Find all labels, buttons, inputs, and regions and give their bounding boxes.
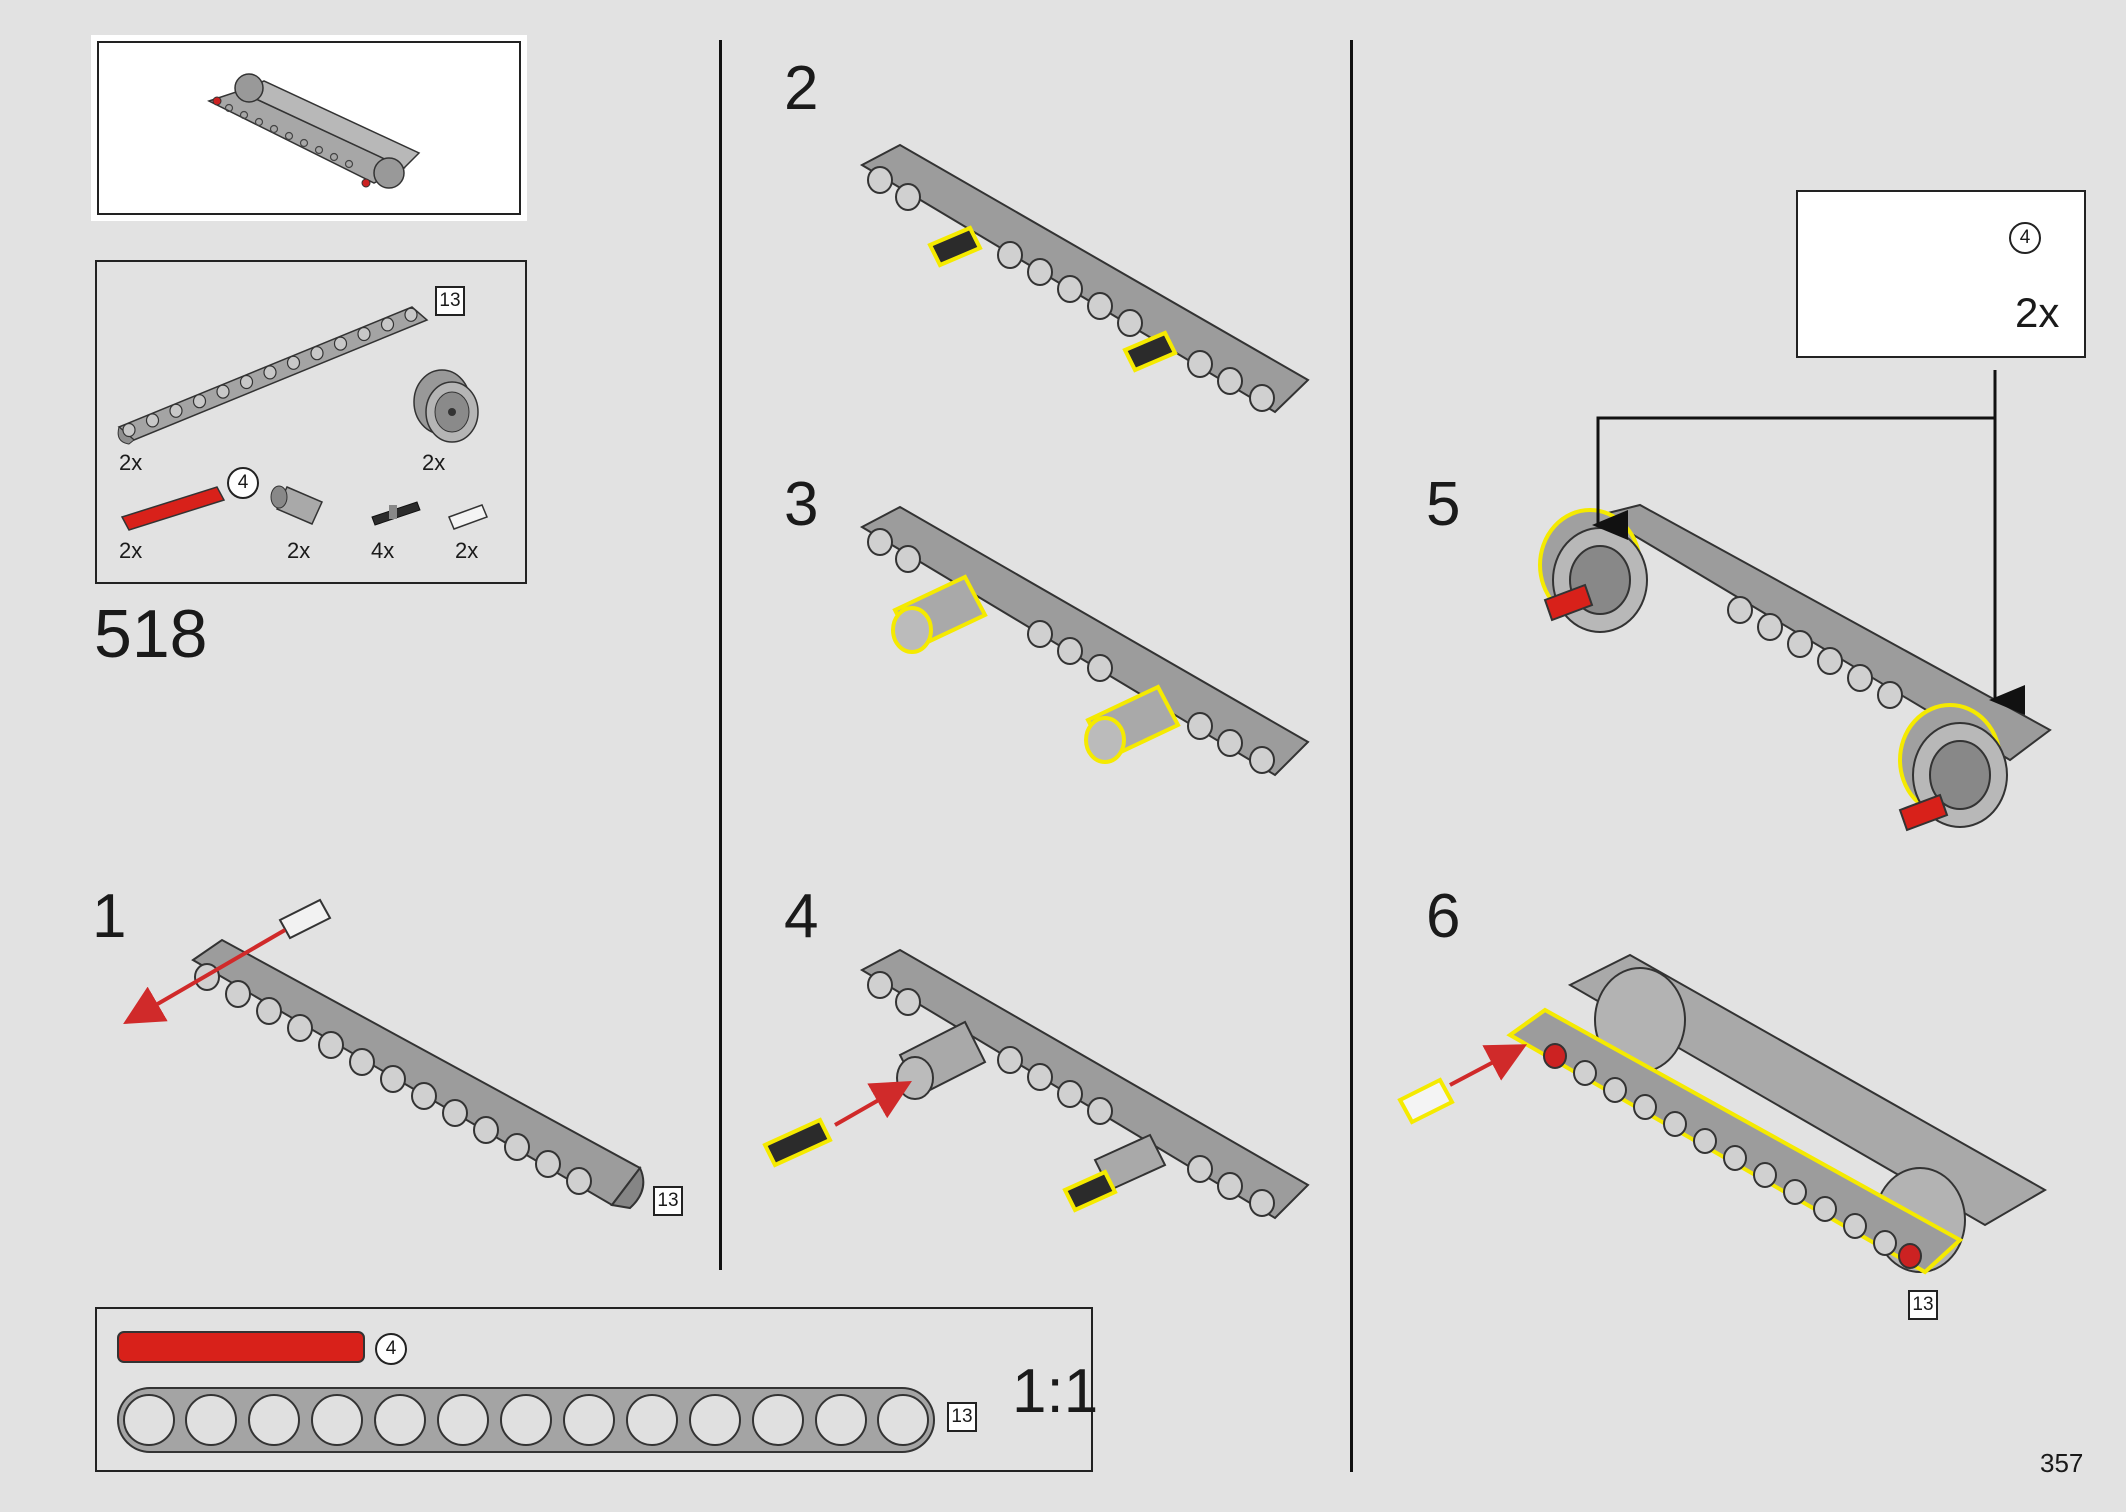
step-number-3: 3 [784, 470, 819, 539]
step-4-illustration [762, 948, 1310, 1220]
black-pin-part-image [371, 501, 421, 526]
beam-hole [263, 365, 277, 380]
beam-hole [122, 422, 136, 438]
axle-length-tag: 4 [227, 467, 259, 499]
beam-hole [192, 394, 207, 409]
wheel-count: 2x [422, 450, 446, 475]
step-5-illustration [1538, 370, 2052, 832]
beam-count: 2x [119, 450, 143, 475]
beam-hole [404, 307, 418, 322]
beam-hole [357, 326, 371, 342]
step-2-illustration [859, 143, 1310, 414]
step-6-illustration [1397, 953, 2048, 1275]
step-3-illustration [859, 505, 1310, 777]
axle-4-part-image [120, 486, 226, 531]
parts-list-box: 13 2x 2x 4 2x 2x 4x 2x [95, 260, 527, 584]
step-number-1: 1 [92, 882, 127, 951]
step-6-beam-length-tag: 13 [1908, 1290, 1938, 1320]
step-number-6: 6 [1426, 882, 1461, 951]
beam-hole [310, 346, 324, 361]
step-1-illustration [123, 898, 645, 1210]
scale-box: 4 13 1:1 [95, 1307, 1098, 1472]
callout-axle-length-tag: 4 [2009, 222, 2041, 254]
beam-hole [333, 336, 348, 351]
beam-hole [145, 413, 160, 428]
beam-hole [239, 374, 254, 390]
connector-count: 2x [287, 538, 311, 563]
parts-list-images [117, 306, 488, 531]
step-number-4: 4 [784, 882, 819, 951]
beam-hole [286, 355, 301, 370]
connector-part-image [270, 485, 323, 525]
step-number-5: 5 [1426, 470, 1461, 539]
column-divider-left [719, 40, 722, 1270]
beam-13-part-image [117, 306, 429, 445]
callout-count: 2x [2015, 289, 2060, 336]
set-number: 518 [94, 596, 208, 672]
overview-box [97, 41, 521, 215]
beam-hole [380, 317, 395, 332]
step-5-callout-box: 4 2x [1796, 190, 2086, 358]
scale-box-illustration [117, 1331, 935, 1453]
white-pin-part-image [448, 504, 488, 530]
white-pin-count: 2x [455, 538, 479, 563]
beam-length-tag: 13 [435, 286, 465, 316]
axle-count: 2x [119, 538, 143, 563]
beam-hole [169, 403, 183, 418]
overview-model-image [207, 73, 421, 189]
scale-ratio: 1:1 [1012, 1357, 1099, 1426]
step-1-beam-holes [194, 963, 592, 1195]
scale-axle-length-tag: 4 [375, 1333, 407, 1365]
step-number-2: 2 [784, 54, 819, 123]
step-1-beam-length-tag: 13 [653, 1186, 683, 1216]
page-number: 357 [2040, 1448, 2084, 1478]
scale-beam-length-tag: 13 [947, 1402, 977, 1432]
column-divider-right [1350, 40, 1353, 1472]
beam-hole [216, 384, 230, 399]
black-pin-count: 4x [371, 538, 395, 563]
wheel-part-image [413, 369, 479, 443]
